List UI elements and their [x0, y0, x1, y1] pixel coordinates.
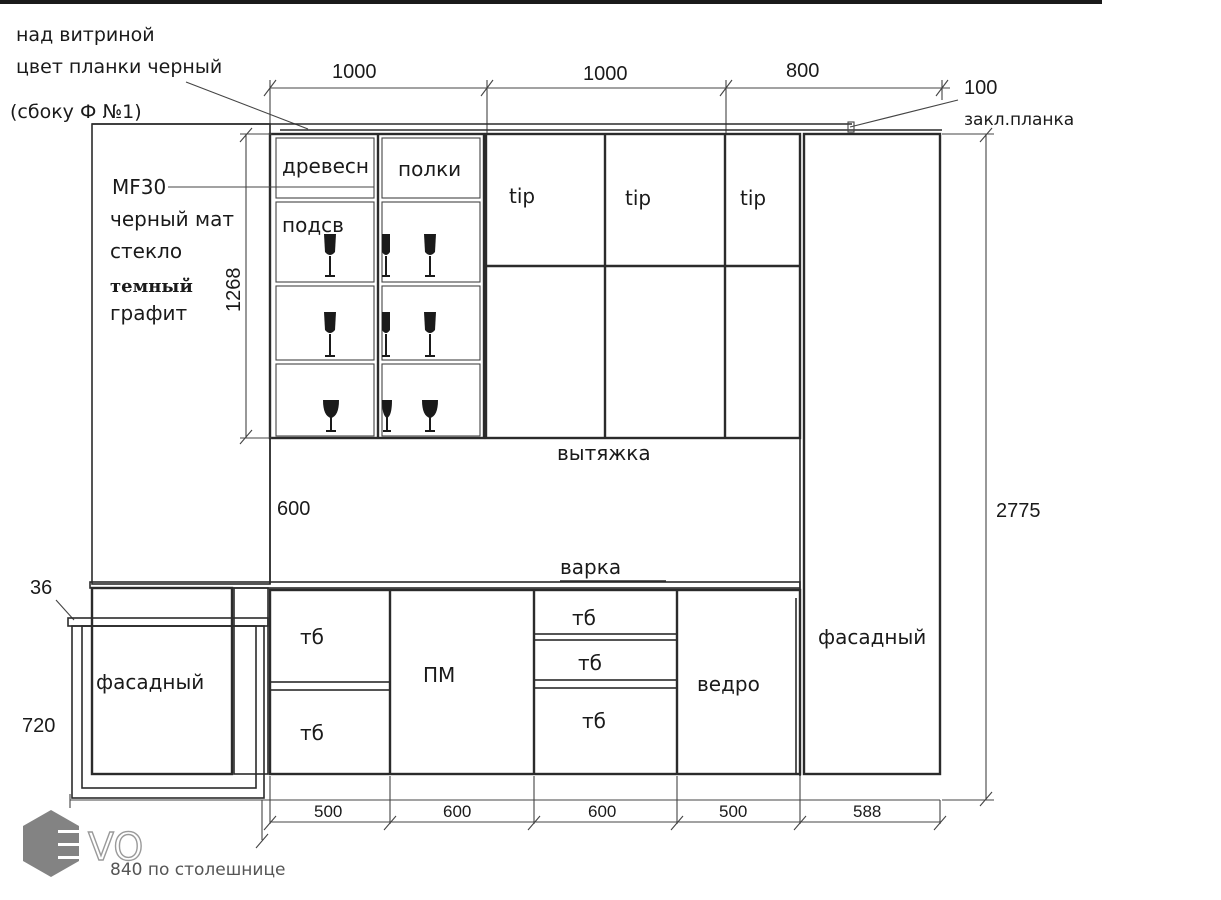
upper-height-dimension: [239, 127, 272, 445]
bottom-dimension-line: [69, 776, 947, 849]
top-dimension-line: [263, 79, 950, 134]
wine-glass-icon: [382, 234, 390, 277]
note-material-color: графит: [110, 301, 188, 325]
top-border-bar: [0, 0, 1102, 4]
note-material-finish: черный мат: [110, 207, 234, 231]
label-hood: вытяжка: [557, 441, 651, 465]
note-material-glass: стекло: [110, 239, 182, 263]
leader-counter: [55, 599, 75, 621]
tall-cabinet: [802, 132, 942, 776]
leader-trim: [185, 81, 309, 130]
dim-bottom-1: 500: [314, 802, 342, 821]
dim-upper-height: 1268: [223, 268, 245, 313]
label-bin: ведро: [697, 672, 760, 696]
showcase-cabinet: [268, 132, 486, 440]
label-drawer-1: тб: [300, 625, 324, 649]
label-drawer-5: тб: [582, 709, 606, 733]
base-cabinets: [268, 588, 802, 776]
wine-glass-icon: [324, 234, 336, 277]
upper-cabinets: [484, 132, 802, 440]
label-tip-3: tip: [740, 186, 766, 210]
label-wood-shelf: древесн: [282, 154, 369, 178]
side-cabinet: [67, 586, 269, 799]
note-material-code: MF30: [112, 175, 166, 199]
dim-gap-height: 600: [277, 498, 310, 520]
leader-end-panel: [849, 99, 959, 128]
wine-glass-icon: [422, 400, 438, 432]
dim-base-height: 720: [22, 715, 55, 737]
dim-top-2: 1000: [583, 63, 628, 85]
dim-bottom-3: 600: [588, 802, 616, 821]
label-drawer-4: тб: [578, 651, 602, 675]
dim-bottom-5: 588: [853, 802, 881, 821]
wine-glass-icon: [424, 312, 436, 357]
total-height-dimension: [942, 127, 994, 807]
label-drawer-3: тб: [572, 606, 596, 630]
label-tall-facade: фасадный: [818, 625, 926, 649]
wine-glass-icon: [424, 234, 436, 277]
dim-island-width: 840 по столешнице: [110, 860, 286, 880]
label-tip-1: tip: [509, 184, 535, 208]
evo-logo: [23, 810, 84, 877]
note-above-showcase: над витриной: [16, 24, 155, 46]
label-side-facade: фасадный: [96, 670, 204, 694]
wine-glass-icon: [323, 400, 339, 432]
note-side-facade: (сбоку Ф №1): [10, 101, 142, 123]
note-trim-color: цвет планки черный: [16, 56, 222, 78]
countertop: [89, 581, 801, 589]
dim-bottom-2: 600: [443, 802, 471, 821]
label-dishwasher: ПМ: [423, 663, 455, 687]
label-lighting: подсв: [282, 213, 344, 237]
wine-glass-icon: [382, 312, 390, 357]
dim-counter-thickness: 36: [30, 577, 52, 599]
label-hob: варка: [560, 555, 621, 579]
end-panel-label: закл.планка: [964, 110, 1074, 130]
wine-glass-icon: [382, 400, 392, 432]
label-tip-2: tip: [625, 186, 651, 210]
dim-top-1: 1000: [332, 61, 377, 83]
wine-glass-icons: [323, 234, 438, 432]
dim-total-height: 2775: [996, 500, 1041, 522]
dim-top-3: 800: [786, 60, 819, 82]
hexagon-logo-icon: [23, 810, 79, 877]
label-drawer-2: тб: [300, 721, 324, 745]
label-shelves: полки: [398, 157, 461, 181]
logo-text: VO: [88, 825, 143, 869]
dim-end-panel: 100: [964, 77, 997, 99]
dim-bottom-4: 500: [719, 802, 747, 821]
wine-glass-icon: [324, 312, 336, 357]
note-material-tone: темный: [110, 276, 193, 297]
